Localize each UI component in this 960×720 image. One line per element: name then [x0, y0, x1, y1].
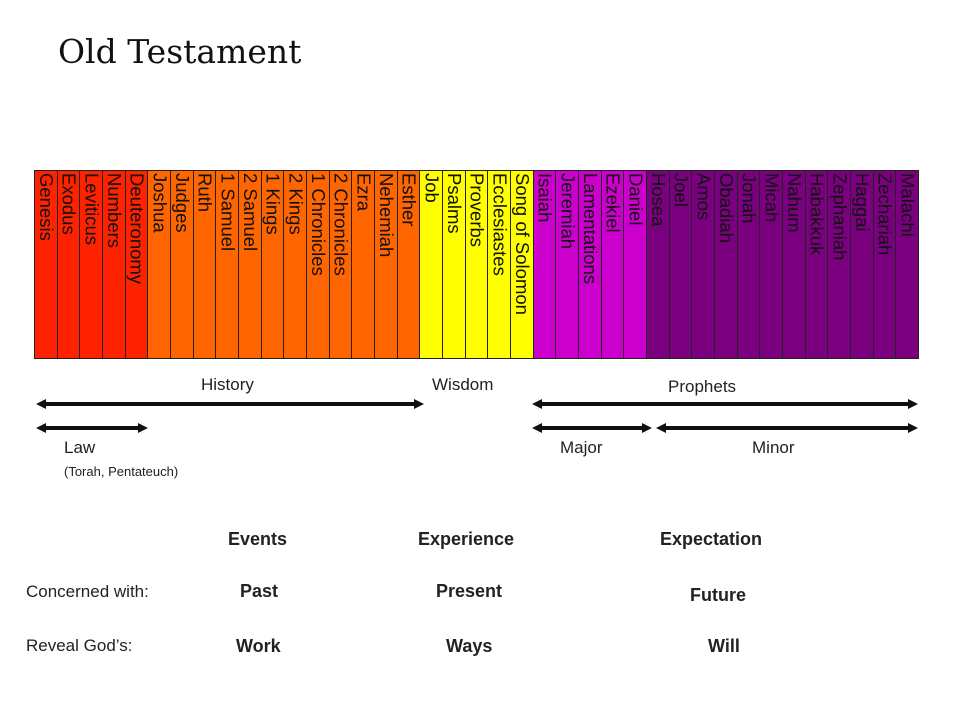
book-proverbs: Proverbs [464, 170, 489, 359]
book-numbers: Numbers [102, 170, 126, 359]
future-value: Future [690, 585, 746, 605]
book-deuteronomy: Deuteronomy [124, 170, 149, 359]
book-label: Job [421, 173, 443, 203]
book-isaiah: Isaiah [532, 170, 557, 359]
book-label: Daniel [625, 173, 647, 226]
will-value: Will [708, 636, 740, 656]
book-label: Isaiah [534, 173, 556, 223]
experience-header: Experience [418, 529, 515, 549]
book-label: Judges [172, 173, 193, 233]
book-label: Nehemiah [376, 173, 397, 258]
book-label: Hosea [648, 173, 669, 227]
book-label: Numbers [104, 173, 125, 249]
book-label: 2 Samuel [240, 173, 261, 252]
book-label: Haggai [852, 173, 873, 232]
prophets-label: Prophets [668, 377, 737, 396]
concerned-with-label: Concerned with: [26, 582, 149, 601]
book-label: Leviticus [81, 173, 103, 245]
book-label: Obadiah [716, 173, 737, 243]
book-label: Ruth [194, 173, 216, 213]
book-label: 1 Samuel [217, 173, 239, 252]
major-label: Major [560, 438, 603, 457]
book-label: Ecclesiastes [489, 173, 511, 276]
book-label: Ezra [353, 173, 375, 212]
present-value: Present [436, 581, 503, 601]
book-1-samuel: 1 Samuel [215, 170, 239, 359]
book-label: Jeremiah [557, 173, 579, 250]
book-ezra: Ezra [351, 170, 375, 359]
history-label: History [201, 375, 254, 394]
book-label: Amos [693, 173, 715, 221]
book-label: Exodus [58, 173, 80, 235]
work-value: Work [236, 636, 281, 656]
book-label: Malachi [897, 173, 919, 237]
page-title: Old Testament [58, 32, 302, 71]
past-value: Past [240, 581, 279, 601]
book-label: Zephaniah [829, 173, 851, 261]
book-nahum: Nahum [782, 170, 806, 359]
book-label: Deuteronomy [126, 173, 148, 285]
book-malachi: Malachi [895, 170, 919, 359]
book-label: Joshua [149, 173, 171, 233]
law-sublabel: (Torah, Pentateuch) [64, 464, 179, 479]
book-habakkuk: Habakkuk [804, 170, 829, 359]
book-label: Micah [761, 173, 783, 223]
book-joel: Joel [668, 170, 693, 359]
book-label: Joel [670, 173, 692, 207]
book-label: 2 Chronicles [330, 173, 352, 276]
book-label: Esther [398, 173, 420, 227]
book-ecclesiastes: Ecclesiastes [487, 170, 511, 359]
book-label: Ezekiel [602, 173, 624, 233]
book-ezekiel: Ezekiel [600, 170, 625, 359]
book-label: 2 Kings [285, 173, 307, 235]
wisdom-label: Wisdom [432, 375, 494, 394]
expectation-header: Expectation [660, 529, 763, 549]
book-label: Nahum [784, 173, 805, 233]
book-label: Jonah [738, 173, 760, 224]
law-label: Law [64, 438, 96, 457]
book-nehemiah: Nehemiah [374, 170, 398, 359]
book-jonah: Jonah [736, 170, 761, 359]
book-2-chronicles: 2 Chronicles [328, 170, 353, 359]
events-header: Events [228, 529, 288, 549]
book-label: Zechariah [874, 173, 896, 256]
book-label: 1 Kings [262, 173, 284, 235]
minor-label: Minor [752, 438, 795, 457]
reveal-gods-label: Reveal God’s: [26, 636, 133, 655]
book-esther: Esther [396, 170, 421, 359]
ways-value: Ways [446, 636, 493, 656]
book-label: Genesis [36, 173, 57, 241]
book-2-samuel: 2 Samuel [238, 170, 262, 359]
book-leviticus: Leviticus [79, 170, 103, 359]
book-hosea: Hosea [646, 170, 670, 359]
book-label: Proverbs [466, 173, 488, 248]
book-label: Habakkuk [806, 173, 828, 256]
book-label: Lamentations [580, 173, 601, 285]
book-label: 1 Chronicles [308, 173, 329, 276]
book-label: Psalms [444, 173, 465, 234]
book-label: Song of Solomon [512, 173, 533, 315]
book-psalms: Psalms [442, 170, 466, 359]
